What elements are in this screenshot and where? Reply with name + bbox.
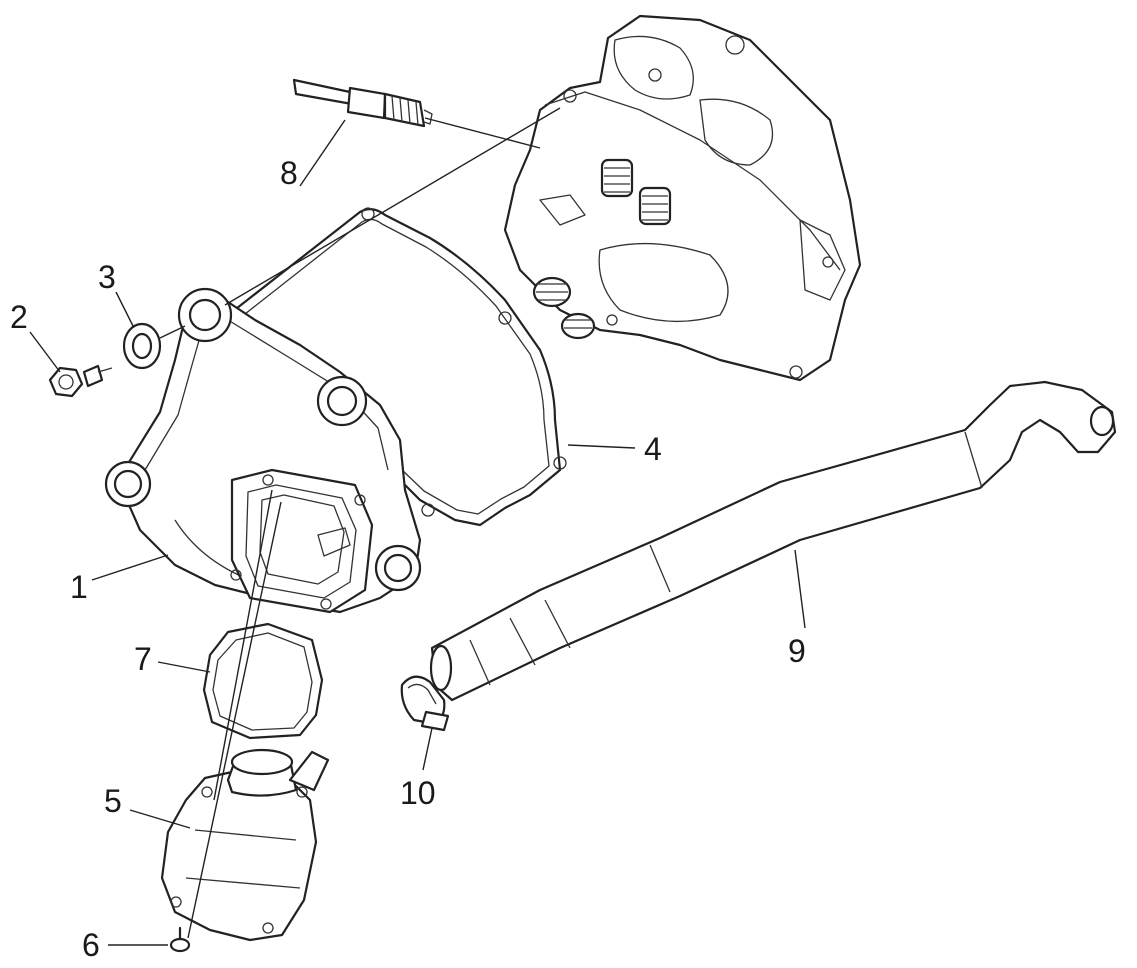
part-hose-clamp bbox=[400, 675, 450, 732]
part-valve-cover bbox=[104, 287, 422, 614]
cylinder-head bbox=[503, 14, 862, 382]
part-washer bbox=[122, 322, 186, 370]
part-breather-housing bbox=[160, 748, 330, 942]
callout-5: 5 bbox=[104, 783, 122, 819]
callout-9: 9 bbox=[788, 633, 806, 669]
callout-10: 10 bbox=[400, 775, 436, 811]
part-spark-plug bbox=[292, 78, 433, 128]
valve-springs bbox=[532, 158, 672, 340]
callout-8: 8 bbox=[280, 155, 298, 191]
part-valve-cover-gasket bbox=[230, 207, 567, 527]
callout-7: 7 bbox=[134, 641, 152, 677]
callout-4: 4 bbox=[644, 431, 662, 467]
part-breather-gasket bbox=[202, 622, 324, 740]
callout-6: 6 bbox=[82, 927, 100, 963]
part-screw bbox=[169, 926, 191, 953]
callout-2: 2 bbox=[10, 299, 28, 335]
leader-lines bbox=[29, 107, 806, 946]
callout-labels: 1 2 3 4 5 6 7 8 9 10 bbox=[10, 155, 806, 963]
callout-3: 3 bbox=[98, 259, 116, 295]
part-breather-hose bbox=[429, 380, 1117, 702]
part-bolt bbox=[48, 364, 113, 398]
cover-bolt-bosses bbox=[104, 287, 422, 592]
callout-1: 1 bbox=[70, 569, 88, 605]
